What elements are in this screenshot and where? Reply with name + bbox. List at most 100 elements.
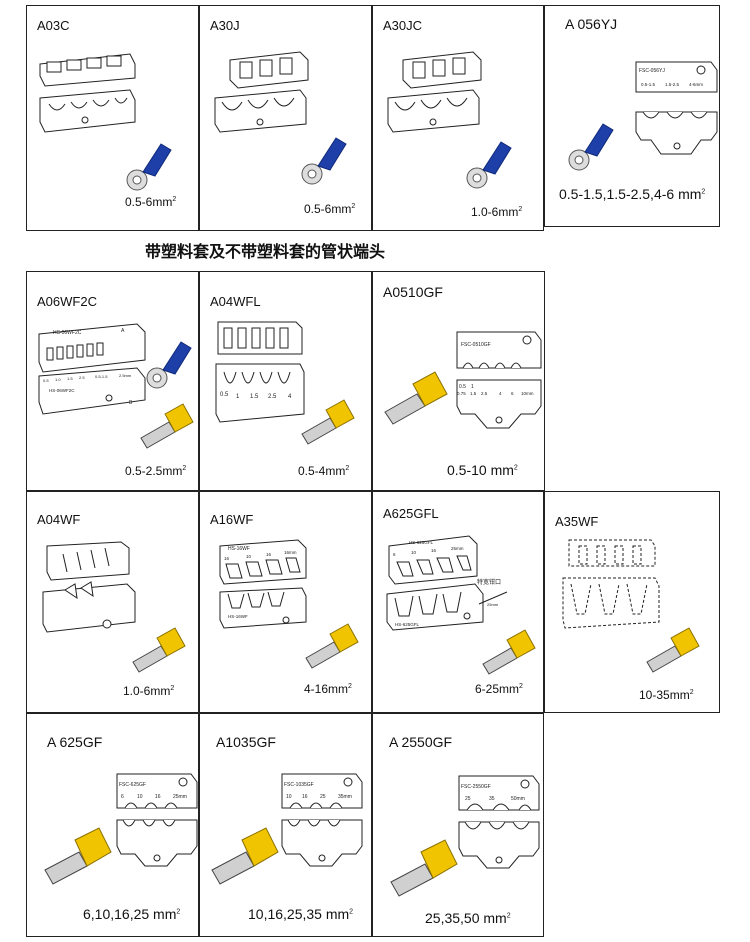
die-size-label: 4-6mm xyxy=(689,82,703,87)
svg-text:6: 6 xyxy=(393,552,396,557)
svg-text:25: 25 xyxy=(320,794,326,800)
die-model-label: HS-16WF xyxy=(228,546,250,552)
svg-text:16: 16 xyxy=(224,556,230,561)
ring-terminal-icon xyxy=(146,341,192,389)
die-model-label: HS-06WF2C xyxy=(53,330,82,336)
crimp-die-illustration: HS-06WF2C A 0.5 1.0 1.5 2.5 0.5-1.5 2.5m… xyxy=(38,323,146,415)
crimp-die-illustration: FSC-056YJ 0.5-1.5 1.5-2.5 4-6mm xyxy=(635,61,718,155)
svg-text:1.0: 1.0 xyxy=(55,377,61,382)
svg-text:2.5: 2.5 xyxy=(79,375,85,380)
svg-text:4: 4 xyxy=(499,391,502,396)
svg-text:0.5: 0.5 xyxy=(459,384,466,390)
product-code: A0510GF xyxy=(383,284,443,300)
svg-text:16mm: 16mm xyxy=(284,550,297,555)
ferrule-icon xyxy=(44,827,112,885)
product-code: A03C xyxy=(37,18,70,33)
svg-text:0.75: 0.75 xyxy=(457,391,466,396)
svg-text:25mm: 25mm xyxy=(487,602,499,607)
svg-text:1: 1 xyxy=(471,384,474,390)
svg-text:0.5-1.5: 0.5-1.5 xyxy=(95,374,108,379)
crimp-die-illustration xyxy=(562,539,660,629)
product-code: A 2550GF xyxy=(389,734,453,750)
die-size-label: 1.5-2.5 xyxy=(665,82,680,87)
svg-text:0.5: 0.5 xyxy=(220,392,229,398)
wire-range: 10-35mm2 xyxy=(639,688,694,702)
product-code: A 056YJ xyxy=(565,16,618,32)
crimp-die-illustration xyxy=(42,541,136,633)
product-cell-a1035gf: A1035GF FSC-1035GF 10 16 25 35mm 10,16,2… xyxy=(199,713,372,937)
die-model-label: HS-625GFL xyxy=(395,622,420,627)
wire-range: 10,16,25,35 mm2 xyxy=(248,906,354,922)
product-cell-a35wf: A35WF 10-35mm2 xyxy=(544,491,720,713)
ring-terminal-icon xyxy=(568,123,614,171)
svg-text:6: 6 xyxy=(511,391,514,396)
svg-text:1.5: 1.5 xyxy=(250,394,259,400)
product-code: A30J xyxy=(210,18,240,33)
die-model-label: HS-06WF2C xyxy=(49,388,75,393)
product-cell-a056yj: A 056YJ FSC-056YJ 0.5-1.5 1.5-2.5 4-6mm … xyxy=(544,5,720,227)
svg-text:4: 4 xyxy=(288,394,292,400)
wide-jaw-callout: 特宽钳口 xyxy=(477,578,501,586)
svg-text:35mm: 35mm xyxy=(338,794,352,800)
wire-range: 1.0-6mm2 xyxy=(123,684,175,698)
product-cell-a16wf: A16WF HS-16WF 16 10 16 16mm HS-16WF 4-16… xyxy=(199,491,372,713)
svg-text:2.5mm: 2.5mm xyxy=(119,373,132,378)
product-cell-a625gf: A 625GF FSC-625GF 6 10 16 25mm 6,10,16,2… xyxy=(26,713,199,937)
product-code: A 625GF xyxy=(47,734,103,750)
svg-text:16: 16 xyxy=(302,794,308,800)
svg-text:10mm: 10mm xyxy=(521,391,534,396)
wire-range: 0.5-10 mm2 xyxy=(447,462,518,478)
svg-text:10: 10 xyxy=(246,554,252,559)
wire-range: 4-16mm2 xyxy=(304,682,352,696)
crimp-die-illustration xyxy=(39,53,136,133)
svg-text:6: 6 xyxy=(121,794,124,800)
product-code: A04WF xyxy=(37,512,81,527)
product-cell-a2550gf: A 2550GF FSC-2550GF 25 35 50mm 25,35,50 … xyxy=(372,713,544,937)
product-code: A06WF2C xyxy=(37,294,97,309)
wire-range: 0.5-6mm2 xyxy=(125,195,177,209)
product-cell-a625gfl: A625GFL HS-625GFL 6 10 16 25mm HS-625GFL… xyxy=(372,491,544,713)
product-cell-a04wfl: A04WFL 0.5 1 1.5 2.5 4 0.5-4mm2 xyxy=(199,271,372,491)
svg-text:25: 25 xyxy=(465,796,471,802)
crimp-die-illustration xyxy=(214,51,309,133)
wire-range: 0.5-6mm2 xyxy=(304,202,356,216)
svg-text:25mm: 25mm xyxy=(451,546,464,551)
die-model-label: HS-16WF xyxy=(228,614,248,619)
ferrule-icon xyxy=(211,827,279,885)
svg-text:1: 1 xyxy=(236,394,240,400)
product-cell-a0510gf: A0510GF FSC-0510GF 0.5 1 0.75 1.5 2.5 4 … xyxy=(372,271,545,491)
crimp-die-illustration: HS-625GFL 6 10 16 25mm HS-625GFL 特宽钳口 25… xyxy=(386,535,508,631)
ring-terminal-icon xyxy=(301,137,347,185)
svg-text:0.5: 0.5 xyxy=(43,378,49,383)
ferrule-icon xyxy=(384,371,448,425)
wire-range: 6,10,16,25 mm2 xyxy=(83,906,181,922)
wire-range: 25,35,50 mm2 xyxy=(425,910,511,926)
ferrule-icon xyxy=(646,627,700,673)
ferrule-icon xyxy=(390,839,458,897)
product-code: A04WFL xyxy=(210,294,261,309)
die-model-label: FSC-625GF xyxy=(119,782,146,788)
svg-text:10: 10 xyxy=(411,550,417,555)
product-cell-a30jc: A30JC 1.0-6mm2 xyxy=(372,5,544,231)
svg-text:10: 10 xyxy=(137,794,143,800)
svg-text:2.5: 2.5 xyxy=(268,394,277,400)
crimp-die-illustration: FSC-625GF 6 10 16 25mm xyxy=(116,773,198,867)
svg-text:35: 35 xyxy=(489,796,495,802)
ring-terminal-icon xyxy=(466,141,512,189)
crimp-die-illustration xyxy=(387,51,482,133)
crimp-die-illustration: 0.5 1 1.5 2.5 4 xyxy=(215,321,305,423)
ferrule-icon xyxy=(301,399,355,445)
crimp-die-illustration: FSC-2550GF 25 35 50mm xyxy=(458,775,540,869)
die-model-label: HS-625GFL xyxy=(409,540,434,545)
svg-text:1.5: 1.5 xyxy=(67,376,73,381)
svg-text:16: 16 xyxy=(155,794,161,800)
svg-text:16: 16 xyxy=(431,548,437,553)
die-model-label: FSC-2550GF xyxy=(461,784,491,790)
svg-text:1.5: 1.5 xyxy=(470,391,477,396)
svg-text:16: 16 xyxy=(266,552,272,557)
crimp-die-illustration: FSC-1035GF 10 16 25 35mm xyxy=(281,773,363,867)
product-cell-a03c: A03C 0.5-6mm2 xyxy=(26,5,199,231)
ring-terminal-icon xyxy=(126,143,172,191)
product-code: A35WF xyxy=(555,514,599,529)
die-side-mark: A xyxy=(121,328,125,334)
